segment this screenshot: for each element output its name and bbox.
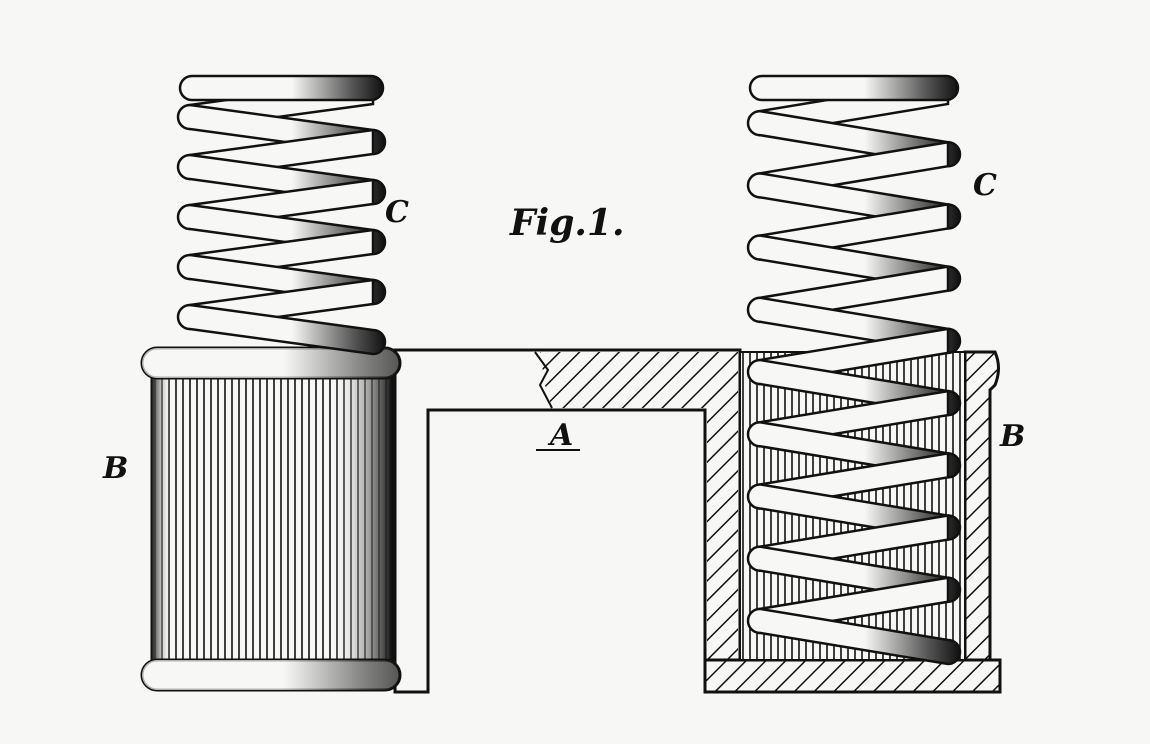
yoke-a [393, 348, 742, 694]
label-right-c: C [973, 168, 997, 203]
label-a: A [547, 418, 573, 453]
spring-end-coil [178, 74, 385, 102]
figure-title: Fig.1. [509, 202, 625, 244]
spring-coil-front [176, 303, 387, 356]
label-right-b: B [999, 419, 1025, 454]
label-left-c: C [385, 195, 409, 230]
spring-coil-front [746, 607, 962, 666]
label-left-b: B [102, 451, 128, 486]
left-spring-c [176, 74, 387, 356]
spring-end-coil [748, 74, 960, 102]
right-spring-c [746, 74, 962, 666]
left-core-b [140, 346, 402, 692]
